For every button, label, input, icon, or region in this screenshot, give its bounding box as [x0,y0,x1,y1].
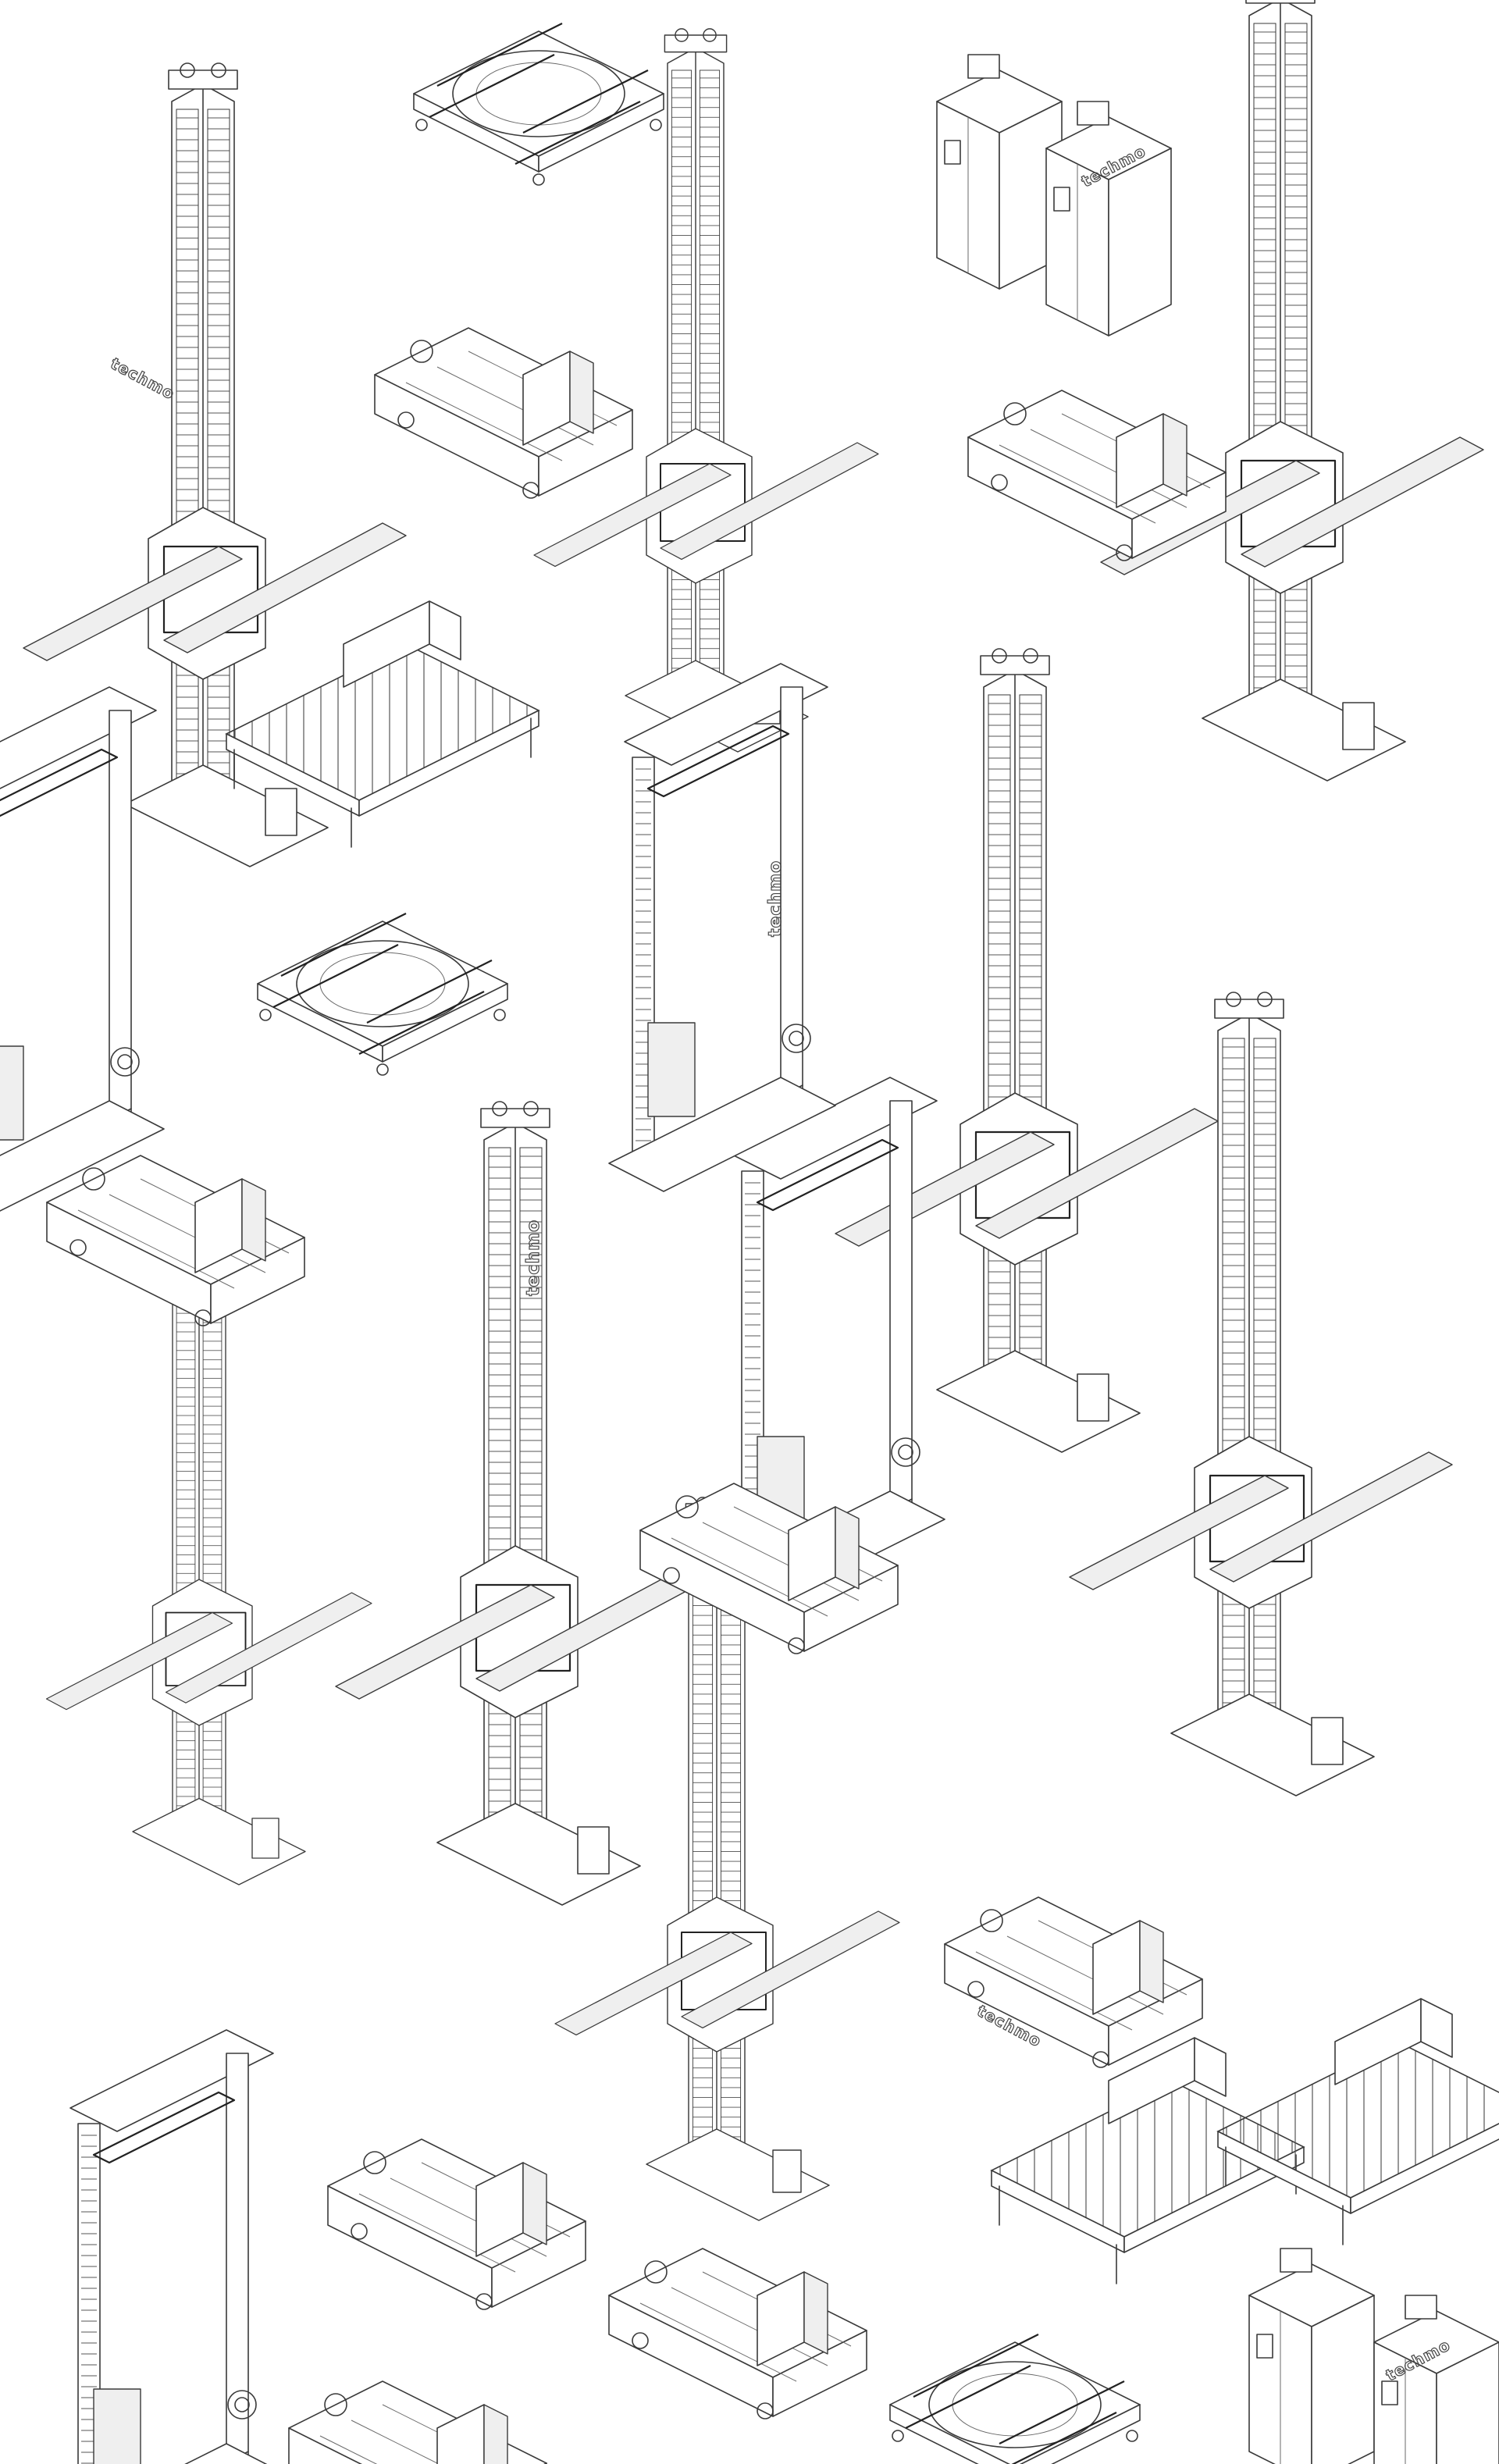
roller-conveyor-drawing [1217,1998,1499,2245]
brand-wordmark: techmo [108,354,179,403]
turntable-drawing [888,2333,1141,2464]
control-cabinet-drawing [936,54,1063,290]
brand-wordmark: techmo [766,860,785,937]
stacker-crane-drawing [1099,0,1485,782]
transfer-car-drawing [46,1155,305,1326]
brand-wordmark: techmo [524,1220,543,1296]
transfer-car-drawing [374,327,633,499]
transfer-car-drawing [288,2380,547,2464]
turntable-drawing [256,912,509,1077]
transfer-car-drawing [608,2248,867,2419]
frame-crane-drawing [53,2028,283,2464]
turntable-drawing [412,22,665,187]
frame-crane-drawing [0,685,166,1216]
transfer-car-drawing [944,1896,1203,2068]
transfer-car-drawing [327,2138,586,2310]
control-cabinet-drawing [1045,101,1172,336]
control-cabinet-drawing [1248,2248,1375,2464]
stacker-crane-drawing [1068,991,1454,1797]
